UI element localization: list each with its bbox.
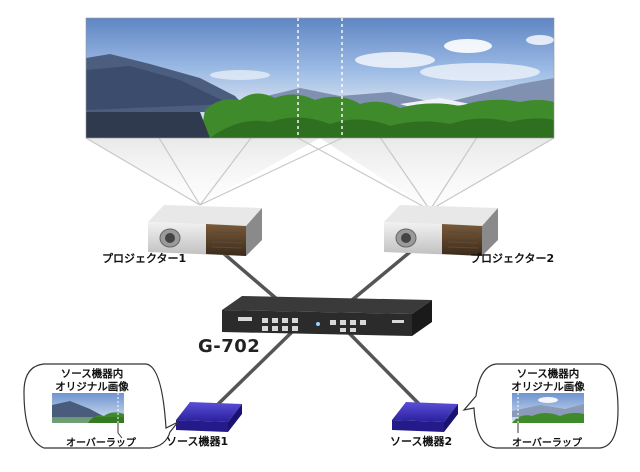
- projector-1-label: プロジェクター1: [102, 252, 187, 265]
- bubble-1-title: ソース機器内 オリジナル画像: [55, 368, 129, 393]
- beam-fill-1: [86, 138, 320, 205]
- cable-projector2: [350, 250, 412, 302]
- projection-screen: [85, 17, 555, 139]
- bubble-2-overlap-label: オーバーラップ: [512, 438, 582, 449]
- beam-line: [85, 137, 201, 206]
- cables: [210, 250, 427, 412]
- cable-source2: [346, 330, 427, 412]
- switcher-model-label: G-702: [198, 336, 261, 357]
- projector-2-label: プロジェクター2: [470, 252, 555, 265]
- cable-source1: [210, 330, 294, 412]
- source-image-bubble-1: [23, 363, 179, 449]
- source-image-bubble-2: [462, 363, 619, 449]
- beam-line: [429, 137, 555, 211]
- switcher-device: [222, 296, 432, 336]
- bubble-1-overlap-label: オーバーラップ: [66, 438, 136, 449]
- projector-1: [148, 205, 262, 256]
- projector-2: [384, 205, 498, 256]
- source-device-2: [392, 402, 458, 432]
- beam-line: [297, 137, 431, 211]
- source-2-label: ソース機器2: [390, 435, 453, 448]
- source-1-label: ソース機器1: [166, 435, 229, 448]
- cable-projector1: [220, 250, 280, 302]
- source-device-1: [176, 402, 242, 432]
- beam-fill-2: [320, 138, 554, 210]
- bubble-2-title: ソース機器内 オリジナル画像: [511, 368, 585, 393]
